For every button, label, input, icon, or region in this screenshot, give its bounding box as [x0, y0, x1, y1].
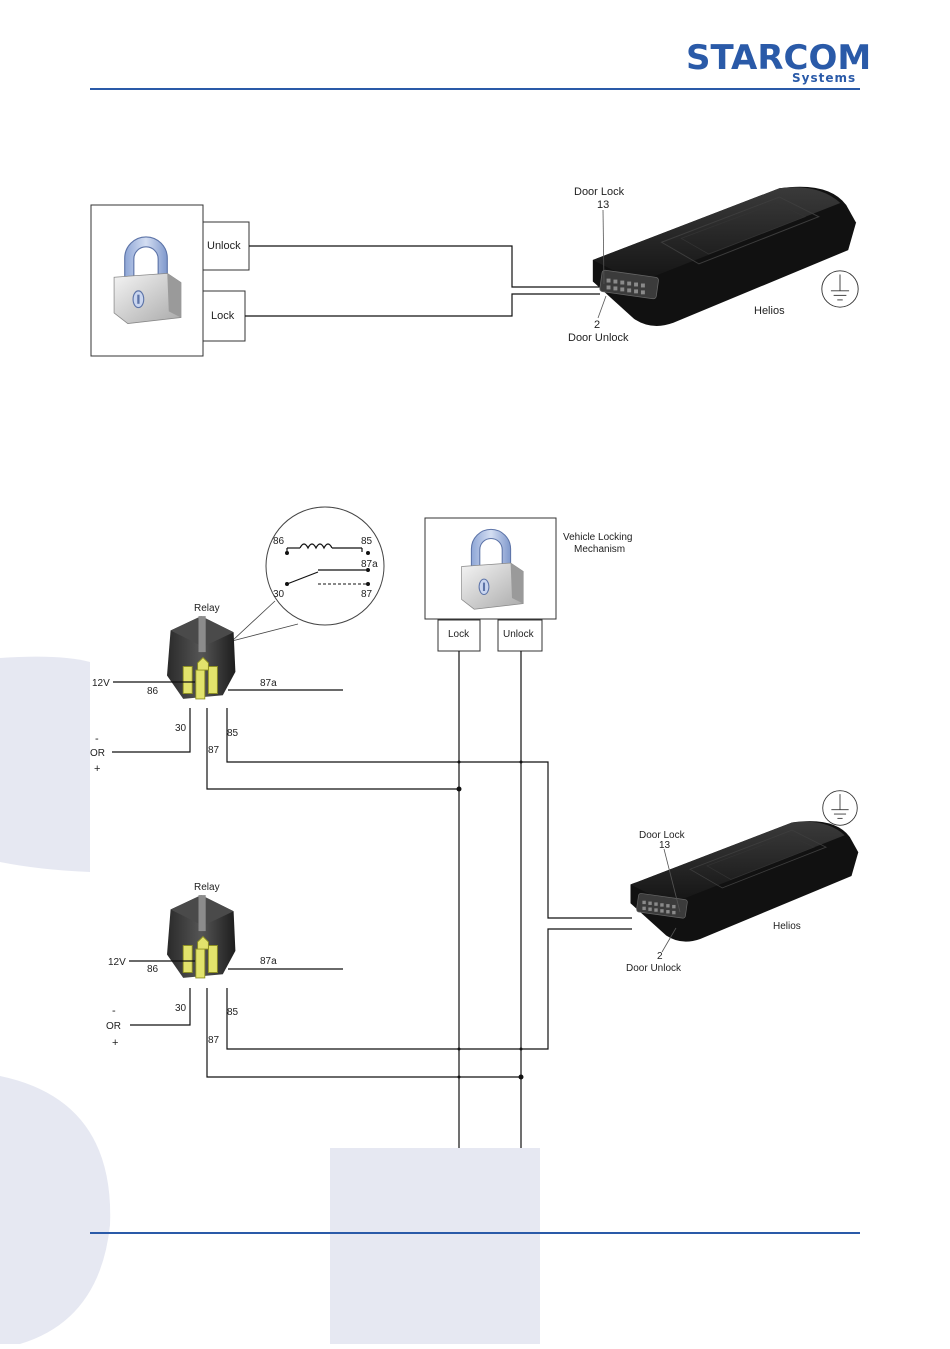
unlock-label: Unlock	[207, 240, 241, 252]
relay-1: Relay 12V 86 87a 30 85 87 - OR +	[90, 603, 632, 918]
plus-label: +	[94, 763, 100, 775]
plus-label: +	[112, 1037, 118, 1049]
mechanism-title-line1: Vehicle Locking	[563, 532, 633, 543]
door-unlock-pin: 2	[594, 319, 600, 331]
door-lock-pin: 13	[597, 199, 609, 211]
detail-pin-86: 86	[273, 536, 285, 547]
pin-86: 86	[147, 964, 159, 975]
pin-85: 85	[227, 728, 239, 739]
background-shape	[0, 657, 90, 872]
detail-pin-87a: 87a	[361, 559, 378, 570]
ground-icon	[823, 791, 858, 826]
relay-icon	[167, 616, 235, 699]
door-unlock-leader	[598, 296, 606, 318]
door-unlock-label: Door Unlock	[626, 963, 682, 974]
unlock-label: Unlock	[503, 629, 535, 640]
pin-30: 30	[175, 1003, 187, 1014]
diagram-1: Unlock Lock Door Lock 13 2 Door Unlock H…	[91, 186, 858, 356]
detail-pin-30: 30	[273, 589, 285, 600]
detail-pin-85: 85	[361, 536, 373, 547]
door-unlock-pin: 2	[657, 951, 663, 962]
pin-87a: 87a	[260, 678, 277, 689]
mechanism-title-line2: Mechanism	[574, 544, 625, 555]
door-lock-label: Door Lock	[574, 186, 625, 198]
background-shape	[0, 1076, 110, 1344]
minus-label: -	[112, 1005, 116, 1017]
pin-85: 85	[227, 1007, 239, 1018]
v12-label: 12V	[108, 957, 126, 968]
minus-label: -	[95, 733, 99, 745]
pin-30: 30	[175, 723, 187, 734]
lock-wire	[245, 294, 600, 316]
relay-label: Relay	[194, 882, 220, 893]
unlock-wire	[249, 246, 600, 287]
relay-icon	[167, 895, 235, 978]
door-unlock-label: Door Unlock	[568, 332, 629, 344]
or-label: OR	[106, 1021, 121, 1032]
or-label: OR	[90, 748, 105, 759]
pin-87a: 87a	[260, 956, 277, 967]
detail-pin-87: 87	[361, 589, 373, 600]
pin-86: 86	[147, 686, 159, 697]
magnifier-leader	[232, 601, 275, 641]
device-label: Helios	[754, 305, 785, 317]
helios-device-icon	[593, 187, 856, 326]
diagram-2: Vehicle Locking Mechanism Lock Unlock 86…	[90, 507, 858, 1148]
ground-icon	[822, 271, 858, 307]
door-lock-pin: 13	[659, 840, 671, 851]
v12-label: 12V	[92, 678, 110, 689]
magnifier-leader	[232, 624, 298, 641]
lock-label: Lock	[211, 310, 235, 322]
relay-label: Relay	[194, 603, 220, 614]
device-label: Helios	[773, 921, 801, 932]
pin-87: 87	[208, 745, 220, 756]
lock-label: Lock	[448, 629, 470, 640]
logo-subtitle: Systems	[792, 71, 856, 85]
relay-2: Relay 12V 86 87a 30 85 87 - OR +	[106, 882, 632, 1080]
pin-87: 87	[208, 1035, 220, 1046]
background-shape	[330, 1148, 540, 1344]
starcom-logo: STARCOM Systems	[686, 38, 871, 85]
